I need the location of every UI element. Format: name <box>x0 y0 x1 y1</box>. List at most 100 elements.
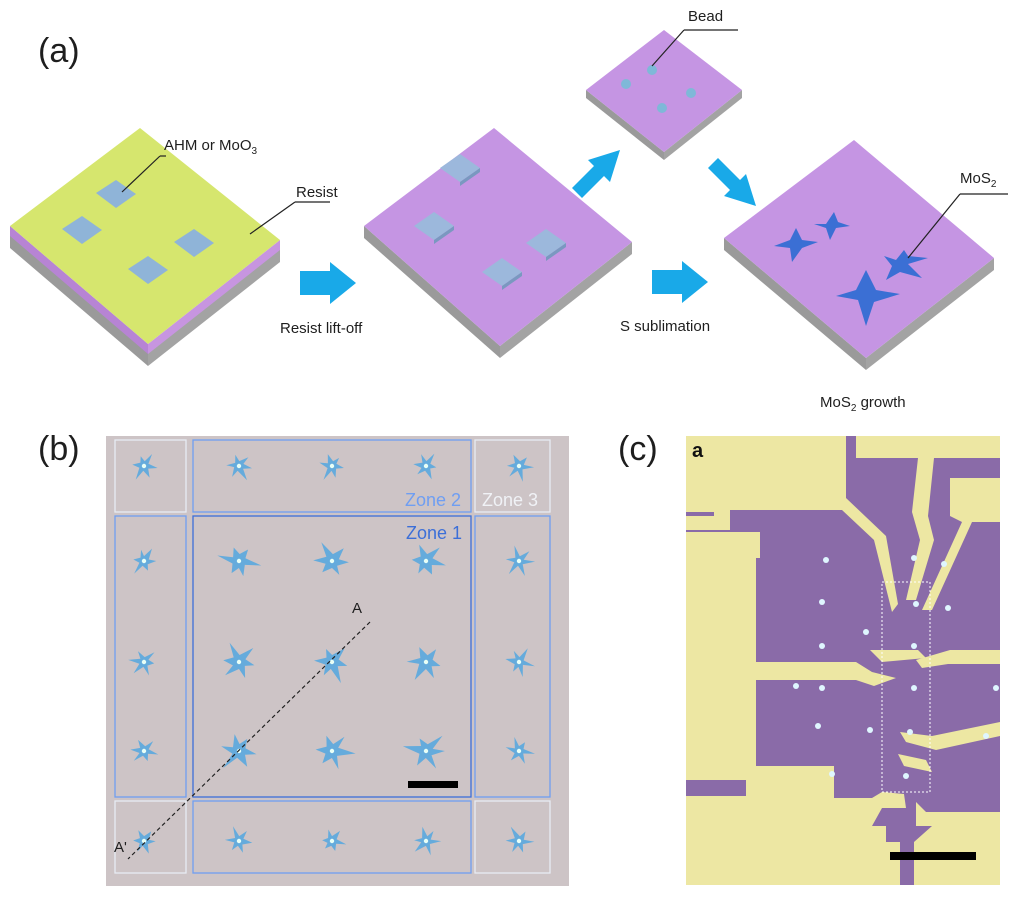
mos2-flake <box>128 651 155 676</box>
arrow-icon <box>300 262 356 304</box>
nucleation-dot <box>329 748 335 754</box>
zone-1-label: Zone 1 <box>406 523 463 543</box>
mos2-dot <box>907 729 913 735</box>
zone2-box <box>474 515 551 798</box>
substrate-with-mos2 <box>724 140 994 370</box>
substrate-with-resist <box>10 128 280 366</box>
panel-label-a: (a) <box>38 32 80 70</box>
point-a-label: A <box>352 600 363 617</box>
substrate-with-beads <box>586 30 742 160</box>
nucleation-dot <box>516 463 522 469</box>
section-line <box>127 621 371 860</box>
mos2-flake <box>814 212 850 240</box>
mos2-dot <box>867 727 873 733</box>
mos2-flake <box>402 735 445 769</box>
mos2-dot <box>911 685 917 691</box>
scale-bar <box>408 781 458 788</box>
resist-layer <box>10 128 280 344</box>
zone-3-label: Zone 3 <box>482 490 539 510</box>
region-box <box>881 581 931 793</box>
mos2-dot <box>911 555 917 561</box>
bead <box>621 79 631 89</box>
nucleation-dot <box>141 558 147 564</box>
mos2-dot <box>823 557 829 563</box>
device-canvas <box>686 436 1000 885</box>
ahm-square <box>62 216 102 244</box>
nucleation-dot <box>423 558 429 564</box>
nucleation-dot <box>329 838 335 844</box>
nucleation-dot <box>423 748 429 754</box>
mos2-flake <box>884 250 928 280</box>
arrow-up-icon <box>572 150 620 198</box>
mos2-flake <box>322 829 347 851</box>
nucleation-dot <box>141 748 147 754</box>
mos2-flake <box>836 270 900 326</box>
nucleation-dot <box>423 838 429 844</box>
leader-line-mos2 <box>907 193 961 259</box>
bead <box>647 65 657 75</box>
leader-line-bead <box>651 29 685 67</box>
nucleation-dot <box>141 838 147 844</box>
label-ahm-moo3: AHM or MoO3 <box>164 137 258 157</box>
mos2-dot <box>815 723 821 729</box>
ahm-square <box>174 229 214 257</box>
zone3-box <box>474 800 551 874</box>
nucleation-dot <box>329 558 335 564</box>
nucleation-dot <box>516 659 522 665</box>
label-bead: Bead <box>688 8 724 25</box>
zone2-box <box>192 800 472 874</box>
panel-label-c: (c) <box>618 430 658 468</box>
nucleation-dot <box>329 463 335 469</box>
mos2-dot <box>819 643 825 649</box>
mos2-dot <box>819 685 825 691</box>
mos2-dot <box>793 683 799 689</box>
leader-line-ahm <box>121 155 161 193</box>
zone3-box <box>474 439 551 513</box>
mos2-flake <box>411 544 446 575</box>
label-resist: Resist <box>296 184 338 201</box>
nucleation-dot <box>423 659 429 665</box>
nucleation-dot <box>236 558 242 564</box>
process-diagram <box>10 29 1008 370</box>
corner-label: a <box>692 440 704 462</box>
nucleation-dot <box>141 463 147 469</box>
mos2-dot <box>983 733 989 739</box>
zone3-box <box>114 439 187 513</box>
mos2-dot <box>863 629 869 635</box>
nucleation-dot <box>516 558 522 564</box>
mos2-dot <box>819 599 825 605</box>
nucleation-dot <box>516 838 522 844</box>
nucleation-dot <box>236 659 242 665</box>
bead <box>657 103 667 113</box>
bead <box>686 88 696 98</box>
step-resist-liftoff: Resist lift-off <box>280 320 363 337</box>
nucleation-dot <box>236 838 242 844</box>
label-mos2-growth: MoS2 growth <box>820 394 906 414</box>
zone-2-label: Zone 2 <box>405 490 462 510</box>
point-a-prime-label: A' <box>114 839 127 856</box>
mos2-dot <box>911 643 917 649</box>
mos2-flake <box>774 228 818 262</box>
micrograph-zones: Zone 2 Zone 3 Zone 1 A A' <box>106 436 569 886</box>
zone2-box <box>192 439 472 513</box>
label-mos2: MoS2 <box>960 170 997 190</box>
mos2-dot <box>941 561 947 567</box>
mos2-flake <box>313 542 349 575</box>
step-s-sublimation: S sublimation <box>620 318 711 335</box>
mos2-flake <box>506 454 535 482</box>
mos2-dot <box>993 685 999 691</box>
zone1-box <box>192 515 472 798</box>
mos2-flake <box>315 735 356 770</box>
arrow-down-icon <box>708 158 756 206</box>
nucleation-dot <box>329 659 335 665</box>
panel-label-b: (b) <box>38 430 80 468</box>
scale-bar <box>890 852 976 860</box>
mos2-flake <box>406 647 441 680</box>
nucleation-dot <box>423 463 429 469</box>
zone3-box <box>114 800 187 874</box>
mos2-dot <box>945 605 951 611</box>
ahm-square <box>128 256 168 284</box>
mos2-flake <box>314 648 348 684</box>
zone2-box <box>114 515 187 798</box>
nucleation-dot <box>236 463 242 469</box>
